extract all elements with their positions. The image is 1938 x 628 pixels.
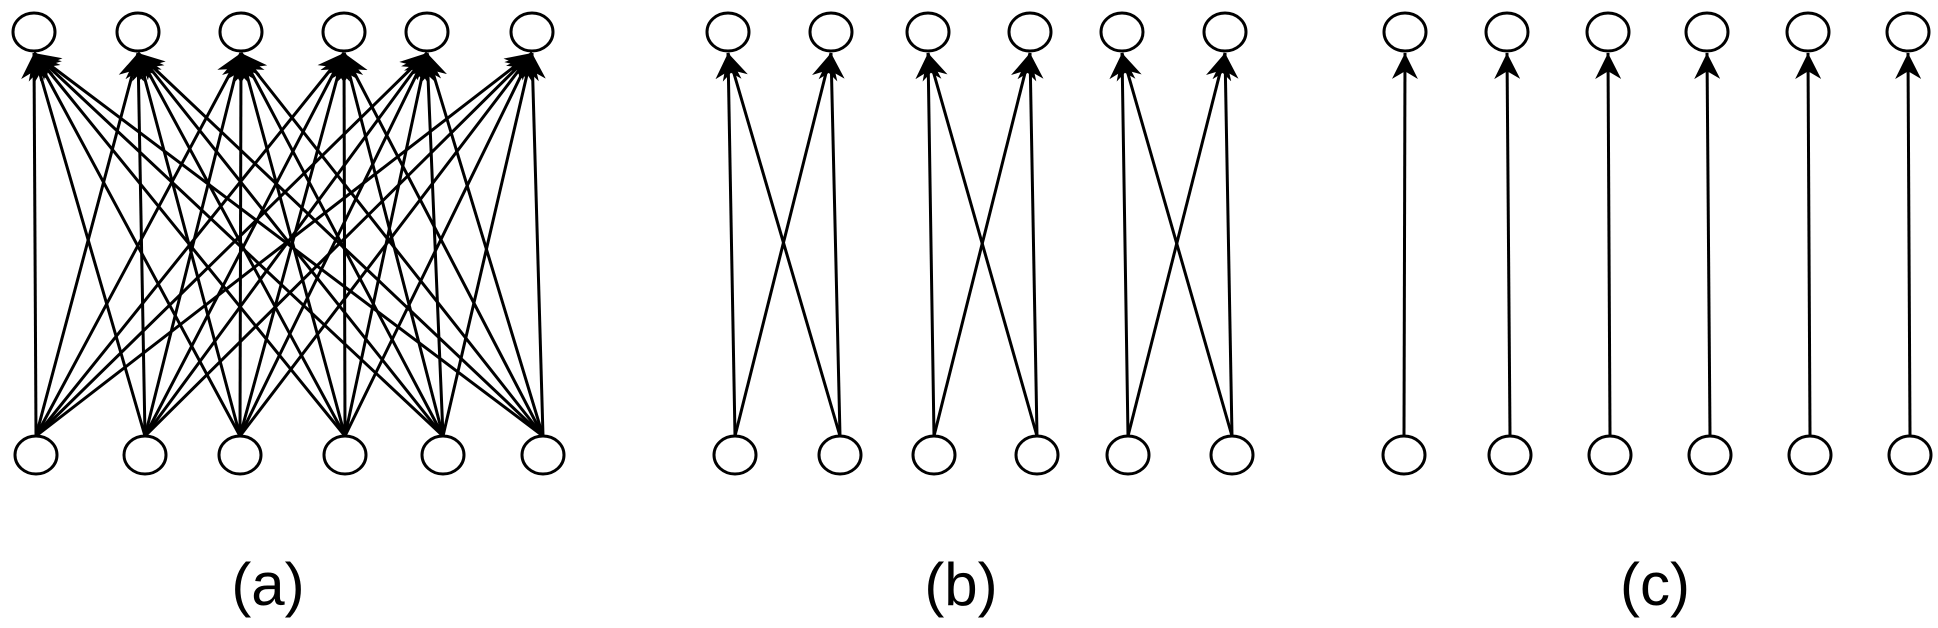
panel-a-bottom-node — [122, 434, 168, 476]
panel-c-edge — [1795, 52, 1822, 437]
panel-a-edge — [235, 52, 347, 437]
panel-b-edge — [1116, 52, 1234, 437]
panel-a-edge — [21, 52, 48, 437]
panel-a-edge — [28, 52, 147, 437]
panel-c-edge — [1895, 52, 1922, 437]
panel-a-bottom-node — [13, 434, 59, 476]
panel-a-edge — [143, 52, 248, 437]
panel-c-bottom-node — [1381, 434, 1427, 476]
panel-a-edge — [143, 52, 346, 437]
panel-a-bottom-node — [322, 434, 368, 476]
panel-b-edge — [1109, 52, 1136, 437]
panel-c-top-node — [1382, 11, 1428, 53]
panel-a: (a) — [11, 11, 566, 618]
panel-a-top-node — [321, 11, 367, 53]
panel-a-edge — [136, 51, 545, 438]
panel-c-top-node — [1785, 11, 1831, 53]
panel-c-bottom-node — [1487, 434, 1533, 476]
panel-a-nodes — [11, 11, 566, 476]
panel-b-edge — [818, 52, 845, 437]
panel-a-edge — [415, 52, 445, 437]
panel-a-edge — [238, 52, 429, 437]
panel-a-edge — [136, 52, 347, 437]
panel-b-top-node — [905, 11, 951, 53]
panel-b-edge — [722, 52, 842, 437]
panel-b-caption: (b) — [924, 551, 997, 618]
panel-a-edge — [32, 52, 242, 437]
panel-b-edges — [715, 52, 1239, 437]
panel-b-bottom-node — [911, 434, 957, 476]
panel-a-caption: (a) — [231, 551, 304, 618]
panel-b-edge — [922, 52, 1039, 437]
panel-a-edge — [519, 52, 546, 437]
panel-b-bottom-node — [1014, 434, 1060, 476]
panel-c: (c) — [1381, 11, 1933, 618]
panel-b-bottom-node — [1209, 434, 1255, 476]
panel-a-edge — [143, 52, 429, 437]
panel-c-edge — [1694, 52, 1721, 437]
panel-a-bottom-node — [520, 434, 566, 476]
panel-b: (b) — [705, 11, 1255, 618]
panel-a-edge — [422, 52, 545, 437]
panel-c-bottom-node — [1787, 434, 1833, 476]
panel-c-bottom-node — [1587, 434, 1633, 476]
panel-a-edge — [35, 51, 533, 438]
panel-c-nodes — [1381, 11, 1933, 476]
panel-b-bottom-node — [817, 434, 863, 476]
panel-b-top-node — [1202, 11, 1248, 53]
panel-a-edge — [331, 52, 358, 437]
panel-a-edge — [32, 52, 347, 437]
panel-a-edge — [342, 52, 545, 437]
panel-a-top-node — [509, 11, 555, 53]
panel-c-bottom-node — [1887, 434, 1933, 476]
panel-b-top-node — [1099, 11, 1145, 53]
panel-a-edge — [33, 51, 544, 438]
panel-b-bottom-node — [1105, 434, 1151, 476]
panel-b-top-node — [1007, 11, 1053, 53]
panel-a-top-node — [218, 11, 264, 53]
panel-a-edge — [239, 52, 545, 437]
panel-b-edge — [1017, 52, 1044, 437]
panel-c-edge — [1595, 52, 1622, 437]
panel-a-top-node — [115, 11, 161, 53]
panel-c-top-node — [1684, 11, 1730, 53]
panel-c-top-node — [1585, 11, 1631, 53]
panel-a-top-node — [11, 11, 57, 53]
panel-b-edge — [915, 52, 942, 437]
panel-c-top-node — [1484, 11, 1530, 53]
panel-b-top-node — [808, 11, 854, 53]
panel-a-top-node — [404, 11, 450, 53]
panel-a-edge — [343, 52, 435, 437]
panel-a-edge — [32, 51, 445, 438]
panel-b-nodes — [705, 11, 1255, 476]
panel-c-edges — [1391, 52, 1922, 437]
panel-b-bottom-node — [712, 434, 758, 476]
panel-c-bottom-node — [1687, 434, 1733, 476]
panel-a-bottom-node — [420, 434, 466, 476]
panel-a-edges — [21, 51, 546, 438]
panel-a-bottom-node — [217, 434, 263, 476]
panel-b-top-node — [705, 11, 751, 53]
panel-c-top-node — [1885, 11, 1931, 53]
panel-b-edge — [715, 52, 742, 437]
panel-c-edge — [1494, 52, 1521, 437]
panel-c-caption: (c) — [1620, 551, 1690, 618]
panel-c-edge — [1391, 52, 1418, 437]
panel-b-edge — [1212, 52, 1239, 437]
panel-a-edge — [125, 52, 152, 437]
